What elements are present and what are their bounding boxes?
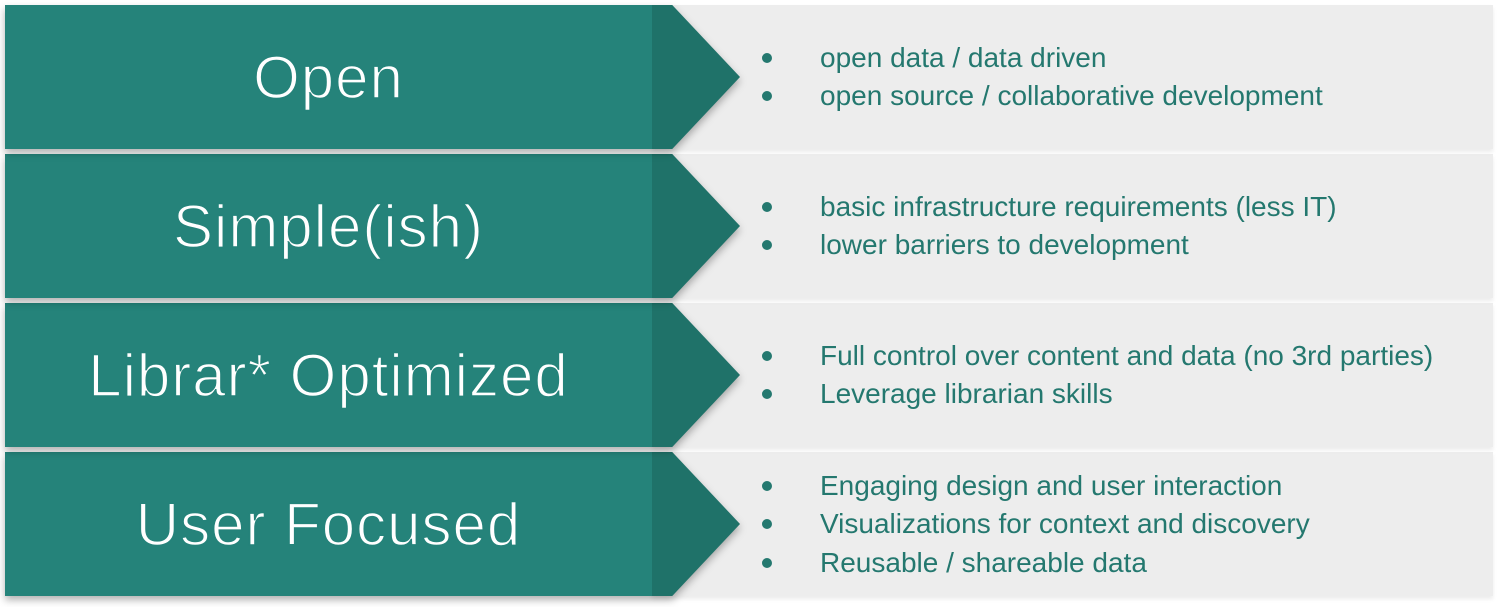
- bullet-item: lower barriers to development: [762, 226, 1337, 265]
- row-panel: [652, 5, 1493, 149]
- row-open: Open open data / data driven open source…: [0, 5, 1503, 149]
- bullet-dot-icon: [762, 480, 772, 491]
- banner-body: Librar* Optimized: [5, 303, 652, 447]
- arrow-head-icon: [652, 5, 740, 149]
- bullet-dot-icon: [762, 389, 772, 400]
- row-panel: [652, 452, 1493, 596]
- bullet-dot-icon: [762, 201, 772, 212]
- banner-body: Simple(ish): [5, 154, 652, 298]
- bullet-text: Reusable / shareable data: [820, 546, 1147, 578]
- bullet-list: Engaging design and user interaction Vis…: [762, 452, 1310, 596]
- row-title: Simple(ish): [172, 192, 485, 261]
- row-title: User Focused: [135, 490, 522, 559]
- banner-open: Open: [5, 5, 740, 149]
- bullet-dot-icon: [762, 52, 772, 63]
- bullet-item: Visualizations for context and discovery: [762, 505, 1310, 544]
- row-user-focused: User Focused Engaging design and user in…: [0, 452, 1503, 596]
- banner-body: Open: [5, 5, 652, 149]
- bullet-item: open data / data driven: [762, 39, 1323, 78]
- bullet-text: basic infrastructure requirements (less …: [820, 190, 1337, 222]
- bullet-text: Full control over content and data (no 3…: [820, 339, 1434, 371]
- bullet-item: open source / collaborative development: [762, 77, 1323, 116]
- bullet-item: Full control over content and data (no 3…: [762, 337, 1433, 376]
- row-panel: [652, 154, 1493, 298]
- arrow-head-icon: [652, 154, 740, 298]
- banner-simple-ish: Simple(ish): [5, 154, 740, 298]
- bullet-list: Full control over content and data (no 3…: [762, 303, 1433, 447]
- bullet-text: open data / data driven: [820, 41, 1107, 73]
- bullet-dot-icon: [762, 91, 772, 102]
- banner-librar-optimized: Librar* Optimized: [5, 303, 740, 447]
- bullet-dot-icon: [762, 240, 772, 251]
- bullet-item: Leverage librarian skills: [762, 375, 1433, 414]
- bullet-text: Leverage librarian skills: [820, 378, 1113, 410]
- bullet-dot-icon: [762, 350, 772, 361]
- bullet-item: Engaging design and user interaction: [762, 466, 1310, 505]
- banner-body: User Focused: [5, 452, 652, 596]
- row-panel: [652, 303, 1493, 447]
- bullet-item: Reusable / shareable data: [762, 543, 1310, 582]
- bullet-text: lower barriers to development: [820, 229, 1189, 261]
- row-librar-optimized: Librar* Optimized Full control over cont…: [0, 303, 1503, 447]
- bullet-item: basic infrastructure requirements (less …: [762, 188, 1337, 227]
- bullet-text: open source / collaborative development: [820, 80, 1323, 112]
- row-title: Librar* Optimized: [87, 341, 569, 410]
- row-title: Open: [252, 43, 404, 112]
- bullet-dot-icon: [762, 519, 772, 529]
- bullet-text: Visualizations for context and discovery: [820, 508, 1310, 539]
- bullet-dot-icon: [762, 557, 772, 568]
- banner-user-focused: User Focused: [5, 452, 740, 596]
- arrow-head-icon: [652, 452, 740, 596]
- bullet-text: Engaging design and user interaction: [820, 469, 1283, 501]
- arrow-head-icon: [652, 303, 740, 447]
- bullet-list: open data / data driven open source / co…: [762, 5, 1323, 149]
- row-simple-ish: Simple(ish) basic infrastructure require…: [0, 154, 1503, 298]
- bullet-list: basic infrastructure requirements (less …: [762, 154, 1337, 298]
